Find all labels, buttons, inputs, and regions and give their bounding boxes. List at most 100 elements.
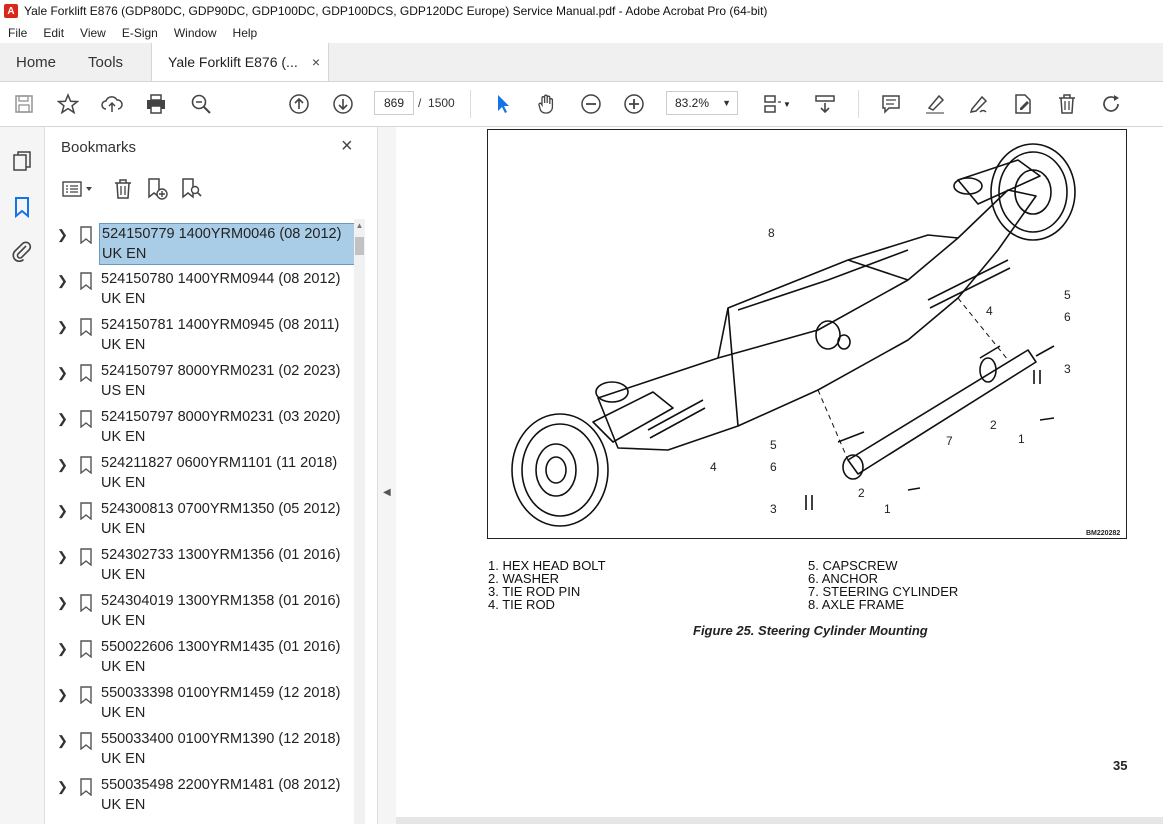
collapse-arrow-icon[interactable]: ◀ bbox=[383, 487, 391, 498]
chevron-right-icon[interactable]: ❯ bbox=[57, 365, 68, 380]
bookmark-item[interactable]: ❯ 524150781 1400YRM0945 (08 2011)UK EN bbox=[45, 315, 365, 361]
bookmark-label[interactable]: 524150797 8000YRM0231 (02 2023)US EN bbox=[99, 361, 354, 401]
bookmark-item[interactable]: ❯ 524150797 8000YRM0231 (02 2023)US EN bbox=[45, 361, 365, 407]
zoom-search-icon[interactable] bbox=[189, 92, 213, 116]
bookmark-label[interactable]: 550022606 1300YRM1435 (01 2016)UK EN bbox=[99, 637, 354, 677]
zoom-level-select[interactable]: 83.2% ▼ bbox=[666, 91, 738, 115]
delete-bookmark-icon[interactable] bbox=[111, 177, 135, 201]
callout-number: 1 bbox=[884, 502, 891, 516]
chevron-right-icon[interactable]: ❯ bbox=[57, 227, 68, 242]
panel-collapse-bar[interactable]: ◀ bbox=[378, 127, 396, 824]
prev-page-icon[interactable] bbox=[287, 92, 311, 116]
chevron-right-icon[interactable]: ❯ bbox=[57, 457, 68, 472]
highlight-pen-icon[interactable] bbox=[923, 92, 947, 116]
bookmark-item[interactable]: ❯ 524211827 0600YRM1101 (11 2018)UK EN bbox=[45, 453, 365, 499]
menu-help[interactable]: Help bbox=[232, 25, 258, 40]
draw-signature-icon[interactable] bbox=[967, 92, 991, 116]
chevron-right-icon[interactable]: ❯ bbox=[57, 595, 68, 610]
chevron-right-icon[interactable]: ❯ bbox=[57, 687, 68, 702]
next-page-icon[interactable] bbox=[331, 92, 355, 116]
callout-number: 5 bbox=[1064, 288, 1071, 302]
scroll-mode-icon[interactable] bbox=[813, 92, 837, 116]
page-fit-icon[interactable] bbox=[760, 92, 784, 116]
tab-home[interactable]: Home bbox=[16, 53, 57, 71]
bookmark-label[interactable]: 524150797 8000YRM0231 (03 2020)UK EN bbox=[99, 407, 354, 447]
menu-view[interactable]: View bbox=[80, 25, 106, 40]
bookmark-options-icon[interactable] bbox=[61, 177, 97, 201]
bookmark-item[interactable]: ❯ 524300813 0700YRM1350 (05 2012)UK EN bbox=[45, 499, 365, 545]
callout-number: 7 bbox=[946, 434, 953, 448]
menu-window[interactable]: Window bbox=[173, 25, 217, 40]
bookmarks-panel-icon[interactable] bbox=[10, 195, 34, 219]
hand-tool-icon[interactable] bbox=[535, 92, 559, 116]
zoom-out-icon[interactable] bbox=[579, 92, 603, 116]
new-bookmark-icon[interactable] bbox=[145, 177, 169, 201]
menu-esign[interactable]: E-Sign bbox=[121, 25, 158, 40]
bookmark-item[interactable]: ❯ 524150797 8000YRM0231 (03 2020)UK EN bbox=[45, 407, 365, 453]
chevron-right-icon[interactable]: ❯ bbox=[57, 319, 68, 334]
bookmark-label[interactable]: 524150780 1400YRM0944 (08 2012)UK EN bbox=[99, 269, 354, 309]
bookmark-flag-icon bbox=[80, 272, 92, 290]
bookmark-label[interactable]: 550033398 0100YRM1459 (12 2018)UK EN bbox=[99, 683, 354, 723]
legend-item: 5. CAPSCREW bbox=[808, 558, 898, 573]
bookmark-item[interactable]: ❯ 550022606 1300YRM1435 (01 2016)UK EN bbox=[45, 637, 365, 683]
bookmark-label-line1: 550022606 1300YRM1435 (01 2016) bbox=[101, 639, 341, 655]
save-icon[interactable] bbox=[12, 92, 36, 116]
tie-rod-right-shape bbox=[927, 259, 1011, 309]
menu-file[interactable]: File bbox=[8, 25, 28, 40]
bookmark-item[interactable]: ❯ 524150780 1400YRM0944 (08 2012)UK EN bbox=[45, 269, 365, 315]
star-icon[interactable] bbox=[56, 92, 80, 116]
chevron-right-icon[interactable]: ❯ bbox=[57, 641, 68, 656]
chevron-right-icon[interactable]: ❯ bbox=[57, 411, 68, 426]
delete-trash-icon[interactable] bbox=[1055, 92, 1079, 116]
drawing-code: BM220282 bbox=[1086, 530, 1121, 537]
print-icon[interactable] bbox=[144, 92, 168, 116]
bookmark-label[interactable]: 524150779 1400YRM0046 (08 2012)UK EN bbox=[99, 223, 356, 265]
bookmark-label[interactable]: 524302733 1300YRM1356 (01 2016)UK EN bbox=[99, 545, 354, 585]
menu-edit[interactable]: Edit bbox=[43, 25, 65, 40]
bookmark-item[interactable]: ❯ 550033398 0100YRM1459 (12 2018)UK EN bbox=[45, 683, 365, 729]
chevron-right-icon[interactable]: ❯ bbox=[57, 503, 68, 518]
bookmark-item[interactable]: ❯ 524150779 1400YRM0046 (08 2012)UK EN bbox=[45, 223, 365, 269]
tab-document[interactable]: Yale Forklift E876 (... × bbox=[151, 43, 330, 81]
find-bookmark-icon[interactable] bbox=[179, 177, 203, 201]
bookmark-item[interactable]: ❯ 524304019 1300YRM1358 (01 2016)UK EN bbox=[45, 591, 365, 637]
page-number-input[interactable]: 869 bbox=[374, 91, 414, 115]
bookmarks-scrollbar[interactable]: ▲ bbox=[354, 219, 365, 824]
bookmark-label[interactable]: 524300813 0700YRM1350 (05 2012)UK EN bbox=[99, 499, 354, 539]
page-total: / 1500 bbox=[418, 96, 455, 110]
close-panel-icon[interactable]: × bbox=[341, 135, 353, 157]
legend-right: 5. CAPSCREW 6. ANCHOR 7. STEERING CYLIND… bbox=[808, 559, 958, 611]
page-fit-dropdown-icon[interactable]: ▼ bbox=[783, 99, 791, 109]
bookmark-label[interactable]: 550033400 0100YRM1390 (12 2018)UK EN bbox=[99, 729, 354, 769]
bookmark-label[interactable]: 524211827 0600YRM1101 (11 2018)UK EN bbox=[99, 453, 354, 493]
bookmark-label-line1: 524150797 8000YRM0231 (02 2023) bbox=[101, 363, 341, 379]
chevron-right-icon[interactable]: ❯ bbox=[57, 549, 68, 564]
scrollbar-thumb[interactable] bbox=[355, 237, 364, 255]
tab-close-icon[interactable]: × bbox=[311, 54, 321, 70]
scroll-up-arrow-icon[interactable]: ▲ bbox=[355, 221, 364, 230]
comment-icon[interactable] bbox=[879, 92, 903, 116]
bookmark-item[interactable]: ❯ 524302733 1300YRM1356 (01 2016)UK EN bbox=[45, 545, 365, 591]
upload-cloud-icon[interactable] bbox=[100, 92, 124, 116]
bookmark-flag-icon bbox=[80, 226, 92, 244]
select-cursor-icon[interactable] bbox=[491, 92, 515, 116]
bookmark-item[interactable]: ❯ 550035498 2200YRM1481 (08 2012)UK EN bbox=[45, 775, 365, 821]
tab-tools[interactable]: Tools bbox=[88, 53, 124, 71]
rotate-icon[interactable] bbox=[1099, 92, 1123, 116]
chevron-right-icon[interactable]: ❯ bbox=[57, 273, 68, 288]
bookmark-item[interactable]: ❯ 550033400 0100YRM1390 (12 2018)UK EN bbox=[45, 729, 365, 775]
chevron-right-icon[interactable]: ❯ bbox=[57, 733, 68, 748]
zoom-in-icon[interactable] bbox=[622, 92, 646, 116]
attachments-paperclip-icon[interactable] bbox=[10, 239, 34, 263]
edit-pdf-icon[interactable] bbox=[1011, 92, 1035, 116]
bookmark-flag-icon bbox=[80, 640, 92, 658]
chevron-right-icon[interactable]: ❯ bbox=[57, 779, 68, 794]
bookmark-label[interactable]: 550035498 2200YRM1481 (08 2012)UK EN bbox=[99, 775, 354, 815]
bookmarks-toolbar bbox=[59, 177, 359, 203]
bookmark-label[interactable]: 524150781 1400YRM0945 (08 2011)UK EN bbox=[99, 315, 354, 355]
bookmark-label[interactable]: 524304019 1300YRM1358 (01 2016)UK EN bbox=[99, 591, 354, 631]
page-thumbnails-icon[interactable] bbox=[10, 149, 34, 173]
